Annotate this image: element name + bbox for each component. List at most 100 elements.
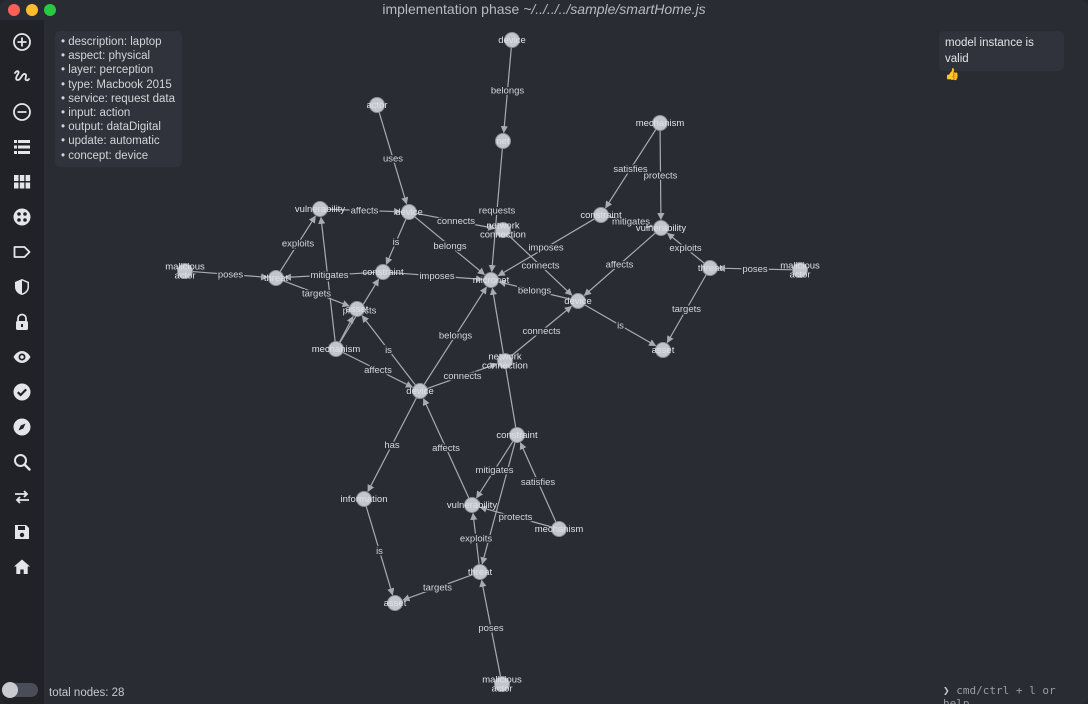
graph-edge[interactable] — [519, 442, 557, 523]
graph-edge[interactable] — [385, 218, 407, 265]
node-circle[interactable] — [495, 222, 511, 238]
graph-edge[interactable] — [583, 232, 656, 296]
node-circle[interactable] — [702, 260, 718, 276]
home-button[interactable] — [10, 555, 34, 579]
graph-edge[interactable] — [500, 47, 512, 134]
graph-edge[interactable] — [423, 286, 487, 386]
graph-node-constraint-c[interactable]: constraint — [362, 264, 404, 280]
graph-edge[interactable] — [508, 234, 573, 296]
graph-edge[interactable] — [498, 280, 571, 300]
graph-node-asset-b[interactable]: asset — [384, 595, 407, 611]
add-button[interactable] — [10, 30, 34, 54]
graph-edge[interactable] — [367, 397, 418, 493]
node-circle[interactable] — [655, 342, 671, 358]
node-circle[interactable] — [570, 293, 586, 309]
node-circle[interactable] — [177, 263, 193, 279]
graph-edge[interactable] — [422, 398, 470, 499]
graph-edge[interactable] — [378, 112, 409, 205]
graph-edge[interactable] — [488, 148, 503, 273]
graph-node-micronet[interactable]: micronet — [473, 272, 510, 288]
node-circle[interactable] — [483, 272, 499, 288]
mode-toggle[interactable] — [2, 682, 38, 698]
graph-node-asset-r[interactable]: asset — [652, 342, 675, 358]
visibility-button[interactable] — [10, 345, 34, 369]
node-circle[interactable] — [349, 301, 365, 317]
graph-edge[interactable] — [279, 215, 316, 272]
node-circle[interactable] — [504, 32, 520, 48]
node-circle[interactable] — [495, 133, 511, 149]
graph-node-mechanism-tr[interactable]: mechanism — [636, 115, 685, 131]
node-circle[interactable] — [652, 115, 668, 131]
graph-edge[interactable] — [416, 212, 496, 231]
graph-node-device-top[interactable]: device — [498, 32, 526, 48]
navigate-button[interactable] — [10, 415, 34, 439]
node-circle[interactable] — [653, 220, 669, 236]
graph-node-vulnerability-l[interactable]: vulnerability — [295, 201, 345, 217]
toggle-knob[interactable] — [2, 682, 18, 698]
node-circle[interactable] — [375, 264, 391, 280]
node-circle[interactable] — [268, 270, 284, 286]
node-circle[interactable] — [551, 521, 567, 537]
graph-edge[interactable] — [497, 218, 595, 277]
graph-node-threat-l[interactable]: threat — [264, 270, 289, 286]
graph-node-asset-l[interactable]: asset — [346, 301, 369, 317]
graph-edge[interactable] — [390, 271, 484, 283]
graph-edge[interactable] — [480, 442, 516, 565]
draw-button[interactable] — [10, 65, 34, 89]
graph-node-actor[interactable]: actor — [366, 97, 388, 113]
graph-edge[interactable] — [470, 512, 480, 565]
graph-edge[interactable] — [605, 128, 657, 209]
graph-edge[interactable] — [584, 304, 657, 347]
search-button[interactable] — [10, 450, 34, 474]
graph-node-device-c[interactable]: device — [395, 204, 423, 220]
graph-node-mechanism-l[interactable]: mechanism — [312, 341, 361, 357]
node-circle[interactable] — [312, 201, 328, 217]
graph-canvas[interactable] — [44, 20, 1088, 704]
graph-edge[interactable] — [666, 274, 707, 344]
node-circle[interactable] — [356, 491, 372, 507]
node-circle[interactable] — [412, 383, 428, 399]
palette-button[interactable] — [10, 205, 34, 229]
grid-view-button[interactable] — [10, 170, 34, 194]
node-circle[interactable] — [369, 97, 385, 113]
list-view-button[interactable] — [10, 135, 34, 159]
graph-edge[interactable] — [608, 216, 654, 229]
graph-edge[interactable] — [283, 271, 376, 281]
node-circle[interactable] — [792, 262, 808, 278]
graph-edge[interactable] — [365, 506, 395, 596]
node-circle[interactable] — [387, 595, 403, 611]
graph-edge[interactable] — [192, 270, 269, 281]
node-circle[interactable] — [509, 427, 525, 443]
node-circle[interactable] — [494, 676, 510, 692]
graph-node-mechanism-b[interactable]: mechanism — [535, 521, 584, 537]
graph-edge[interactable] — [479, 579, 502, 677]
maximize-window-button[interactable] — [44, 4, 56, 16]
command-line[interactable]: ❯ cmd/ctrl + l or help — [943, 684, 1088, 704]
graph-edge[interactable] — [414, 216, 486, 276]
graph-node-threat-b[interactable]: threat — [468, 564, 493, 580]
graph-node-vulnerability-r[interactable]: vulnerability — [636, 220, 686, 236]
close-window-button[interactable] — [8, 4, 20, 16]
graph-node-net[interactable]: net — [495, 133, 511, 149]
node-circle[interactable] — [464, 497, 480, 513]
save-button[interactable] — [10, 520, 34, 544]
tag-button[interactable] — [10, 240, 34, 264]
graph-edge[interactable] — [327, 207, 402, 216]
graph-edge[interactable] — [338, 315, 354, 343]
graph-edge[interactable] — [510, 305, 572, 357]
graph-edge[interactable] — [342, 351, 414, 388]
validate-button[interactable] — [10, 380, 34, 404]
node-circle[interactable] — [401, 204, 417, 220]
shield-button[interactable] — [10, 275, 34, 299]
graph-edge[interactable] — [361, 315, 416, 386]
graph-node-device-m[interactable]: device — [406, 383, 434, 399]
node-circle[interactable] — [593, 207, 609, 223]
graph-node-information[interactable]: information — [341, 491, 388, 507]
node-circle[interactable] — [497, 353, 513, 369]
remove-button[interactable] — [10, 100, 34, 124]
graph-edge[interactable] — [657, 130, 665, 221]
